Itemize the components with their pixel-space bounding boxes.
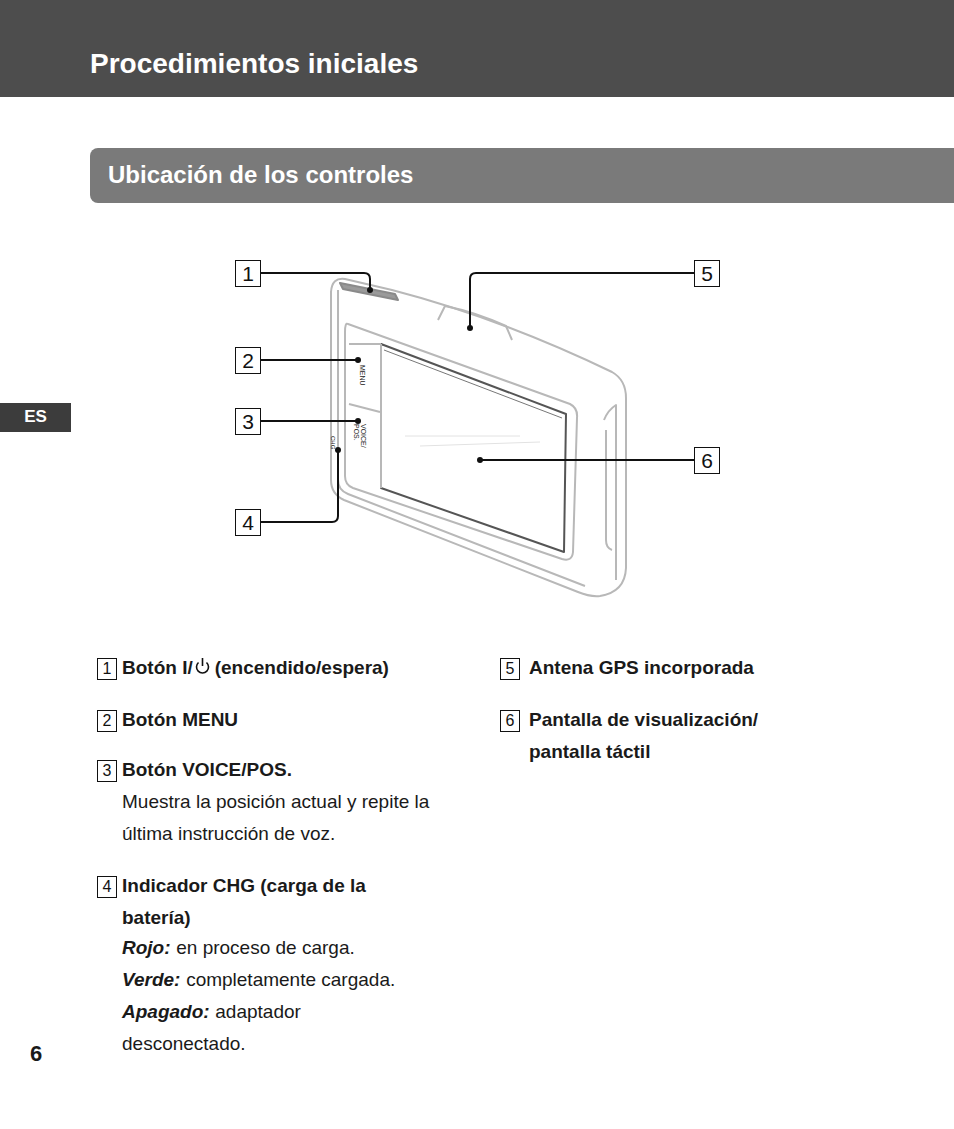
list-number: 6 — [500, 710, 520, 732]
status-name: Rojo: — [122, 937, 171, 958]
status-name: Verde: — [122, 969, 180, 990]
button-label: MENU — [359, 365, 366, 386]
callout-number: 4 — [235, 509, 261, 536]
list-number: 4 — [97, 876, 117, 898]
list-item: Indicador CHG (carga de la batería) — [122, 870, 422, 934]
language-tab-text: ES — [24, 408, 47, 427]
list-item: Pantalla de visualización/ pantalla táct… — [529, 704, 799, 768]
list-number-text: 1 — [103, 660, 112, 678]
header-band — [0, 0, 954, 97]
callout-number-text: 2 — [242, 349, 254, 372]
list-item: Muestra la posición actual y repite la ú… — [122, 786, 452, 850]
button-label: VOICE/ POS. — [353, 424, 367, 446]
item-text: Botón MENU — [122, 709, 238, 730]
page-number: 6 — [30, 1040, 42, 1068]
list-number-text: 4 — [103, 878, 112, 896]
item-text: Muestra la posición actual y repite la ú… — [122, 791, 429, 844]
list-number: 2 — [97, 710, 117, 732]
list-number-text: 2 — [103, 712, 112, 730]
item-text: en proceso de carga. — [176, 937, 355, 958]
device-outline — [331, 279, 626, 596]
item-text: completamente cargada. — [186, 969, 395, 990]
item-text: Botón I/ — [122, 657, 193, 678]
list-number: 5 — [500, 658, 520, 680]
language-tab: ES — [0, 403, 71, 432]
list-number-text: 6 — [506, 712, 515, 730]
callout-number-text: 1 — [242, 262, 254, 285]
item-text: (encendido/espera) — [215, 657, 389, 678]
button-label: CHG — [330, 436, 336, 449]
callout-number-text: 4 — [242, 511, 254, 534]
callout-number: 1 — [235, 260, 261, 287]
item-text: Botón VOICE/POS. — [122, 759, 292, 780]
callout-number: 2 — [235, 347, 261, 374]
list-item: Verde: completamente cargada. — [122, 964, 395, 996]
list-number: 1 — [97, 658, 117, 680]
list-number: 3 — [97, 760, 117, 782]
callout-number-text: 5 — [701, 262, 713, 285]
leader-dots — [335, 287, 483, 463]
callout-number: 5 — [694, 260, 720, 287]
list-item: Apagado:adaptador desconectado. — [122, 996, 362, 1060]
status-name: Apagado: — [122, 1001, 210, 1022]
section-band-text: Ubicación de los controles — [108, 162, 413, 188]
leader-lines — [261, 273, 694, 522]
list-number-text: 3 — [103, 762, 112, 780]
page-title: Procedimientos iniciales — [90, 46, 418, 82]
list-number-text: 5 — [506, 660, 515, 678]
callout-number-text: 3 — [242, 410, 254, 433]
power-symbol — [194, 657, 211, 676]
callout-number-text: 6 — [701, 449, 713, 472]
section-band: Ubicación de los controles — [90, 148, 954, 203]
callout-number: 3 — [235, 408, 261, 435]
list-item: Botón I/ (encendido/espera) — [122, 652, 389, 684]
item-text: Antena GPS incorporada — [529, 657, 754, 678]
callout-number: 6 — [694, 447, 720, 474]
item-text: Indicador CHG (carga de la batería) — [122, 875, 366, 928]
list-item: Botón VOICE/POS. — [122, 754, 292, 786]
list-item: Botón MENU — [122, 704, 238, 736]
list-item: Rojo:en proceso de carga. — [122, 932, 355, 964]
list-item: Antena GPS incorporada — [529, 652, 754, 684]
item-text: Pantalla de visualización/ pantalla táct… — [529, 709, 758, 762]
